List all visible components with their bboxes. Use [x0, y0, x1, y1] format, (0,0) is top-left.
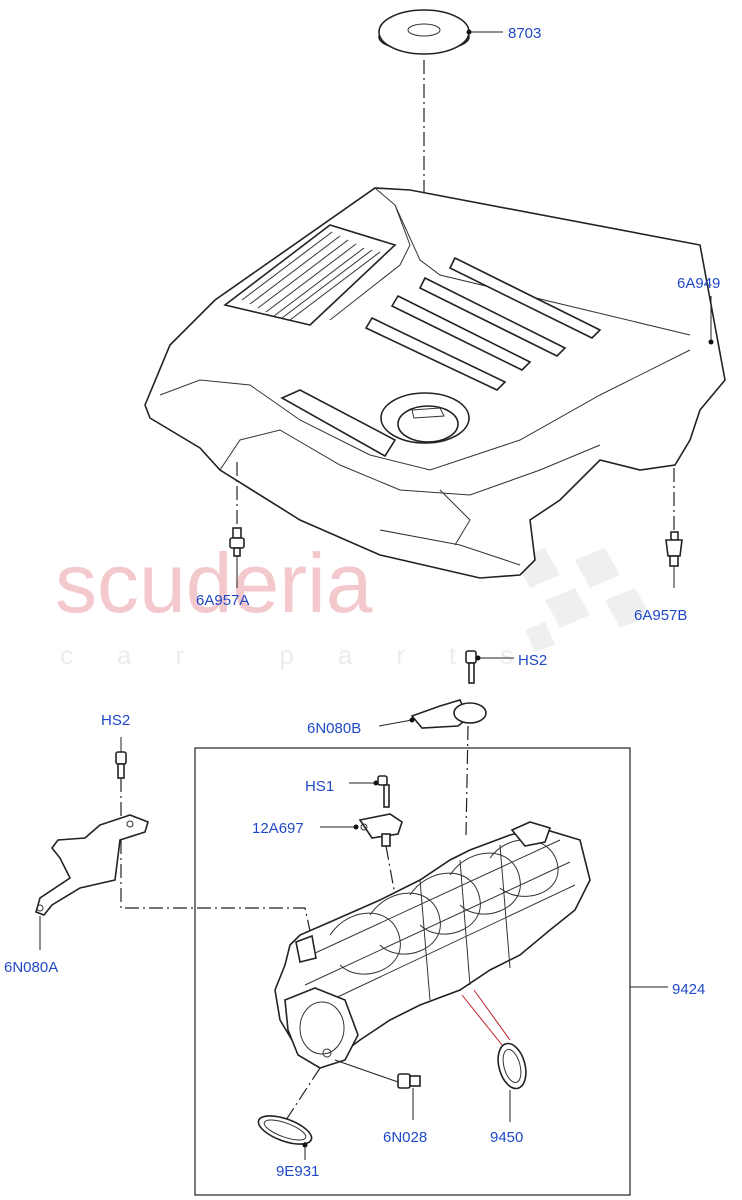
label-6N028[interactable]: 6N028 [383, 1129, 427, 1146]
bolt-HS1 [349, 775, 390, 808]
label-9450[interactable]: 9450 [490, 1129, 523, 1146]
bracket-6N080B [378, 699, 487, 729]
stud-6A957A [229, 527, 245, 588]
bolt-HS2-left [115, 737, 127, 779]
label-8703[interactable]: 8703 [508, 25, 541, 42]
watermark-tagline: car parts [60, 640, 557, 670]
label-6A957A[interactable]: 6A957A [196, 592, 249, 609]
stud-6A957B [665, 531, 683, 588]
grommet-8703 [378, 9, 503, 55]
label-6N080A[interactable]: 6N080A [4, 959, 58, 976]
label-HS2-left[interactable]: HS2 [101, 712, 130, 729]
label-9424[interactable]: 9424 [672, 981, 705, 998]
label-6A949[interactable]: 6A949 [677, 275, 720, 292]
engine-cover-6A949 [144, 187, 726, 579]
label-6A957B[interactable]: 6A957B [634, 607, 687, 624]
watermark-brand: scuderia [55, 536, 373, 630]
checkered-flag-watermark [515, 548, 650, 652]
intake-manifold [274, 821, 591, 1069]
gasket-9E931 [257, 1115, 313, 1160]
assembly-box-9424 [194, 747, 631, 1196]
sensor-12A697 [320, 813, 403, 847]
label-HS2-top[interactable]: HS2 [518, 652, 547, 669]
bracket-6N080A [35, 814, 149, 950]
bolt-HS2-top [465, 650, 514, 684]
label-9E931[interactable]: 9E931 [276, 1163, 319, 1180]
gasket-9450 [461, 989, 527, 1122]
label-HS1[interactable]: HS1 [305, 778, 334, 795]
watermark: scuderia car parts [55, 536, 650, 670]
leader-6A949 [708, 296, 714, 345]
label-6N080B[interactable]: 6N080B [307, 720, 361, 737]
bolt-6N028 [334, 1059, 421, 1120]
label-12A697[interactable]: 12A697 [252, 820, 304, 837]
